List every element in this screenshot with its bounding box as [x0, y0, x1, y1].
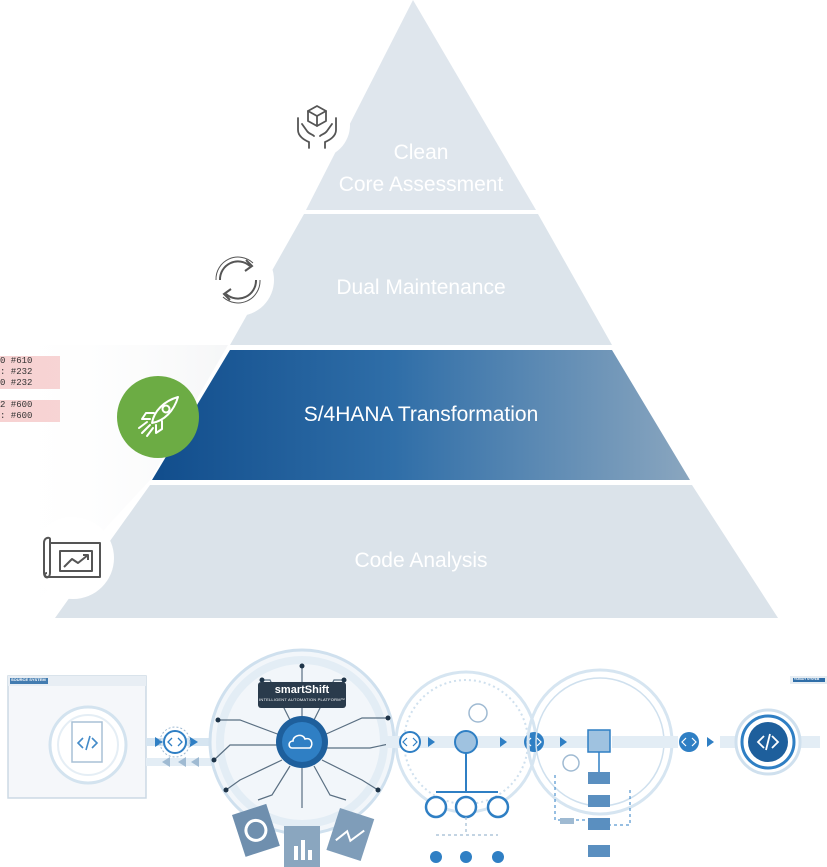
platform-brand-tagline: INTELLIGENT AUTOMATION PLATFORM™	[259, 697, 345, 702]
clean-label-line2: Core Assessment	[338, 173, 504, 196]
tier-s4hana	[152, 350, 690, 480]
tier-dual-maintenance	[230, 214, 612, 345]
tier-label-clean-core: Clean Core Assessment	[306, 137, 536, 201]
code-line: : #232	[0, 367, 60, 378]
platform-hub	[208, 648, 401, 867]
tier-label-code-analysis: Code Analysis	[354, 549, 488, 572]
rocket-icon	[117, 376, 199, 458]
platform-brand-name: smartShift	[274, 684, 330, 696]
code-line: 0 #610	[0, 356, 60, 367]
source-system-label: SOURCE SYSTEM	[11, 677, 46, 682]
sync-arrows-icon	[202, 244, 274, 316]
hands-box-icon	[284, 92, 350, 158]
tier-code-analysis	[55, 485, 778, 618]
tier-label-s4hana: S/4HANA Transformation	[303, 403, 539, 426]
target-system	[720, 676, 827, 776]
clean-label-line1: Clean	[393, 141, 449, 164]
flowchart-wheel	[526, 668, 714, 857]
target-system-label: TARGET SYSTEM	[794, 677, 820, 681]
platform-brand-box: smartShift INTELLIGENT AUTOMATION PLATFO…	[259, 684, 345, 703]
source-system-panel	[7, 675, 147, 799]
blueprint-chart-icon	[32, 517, 114, 599]
tier-label-dual-maintenance: Dual Maintenance	[336, 276, 506, 299]
tier-clean-core	[306, 0, 536, 210]
